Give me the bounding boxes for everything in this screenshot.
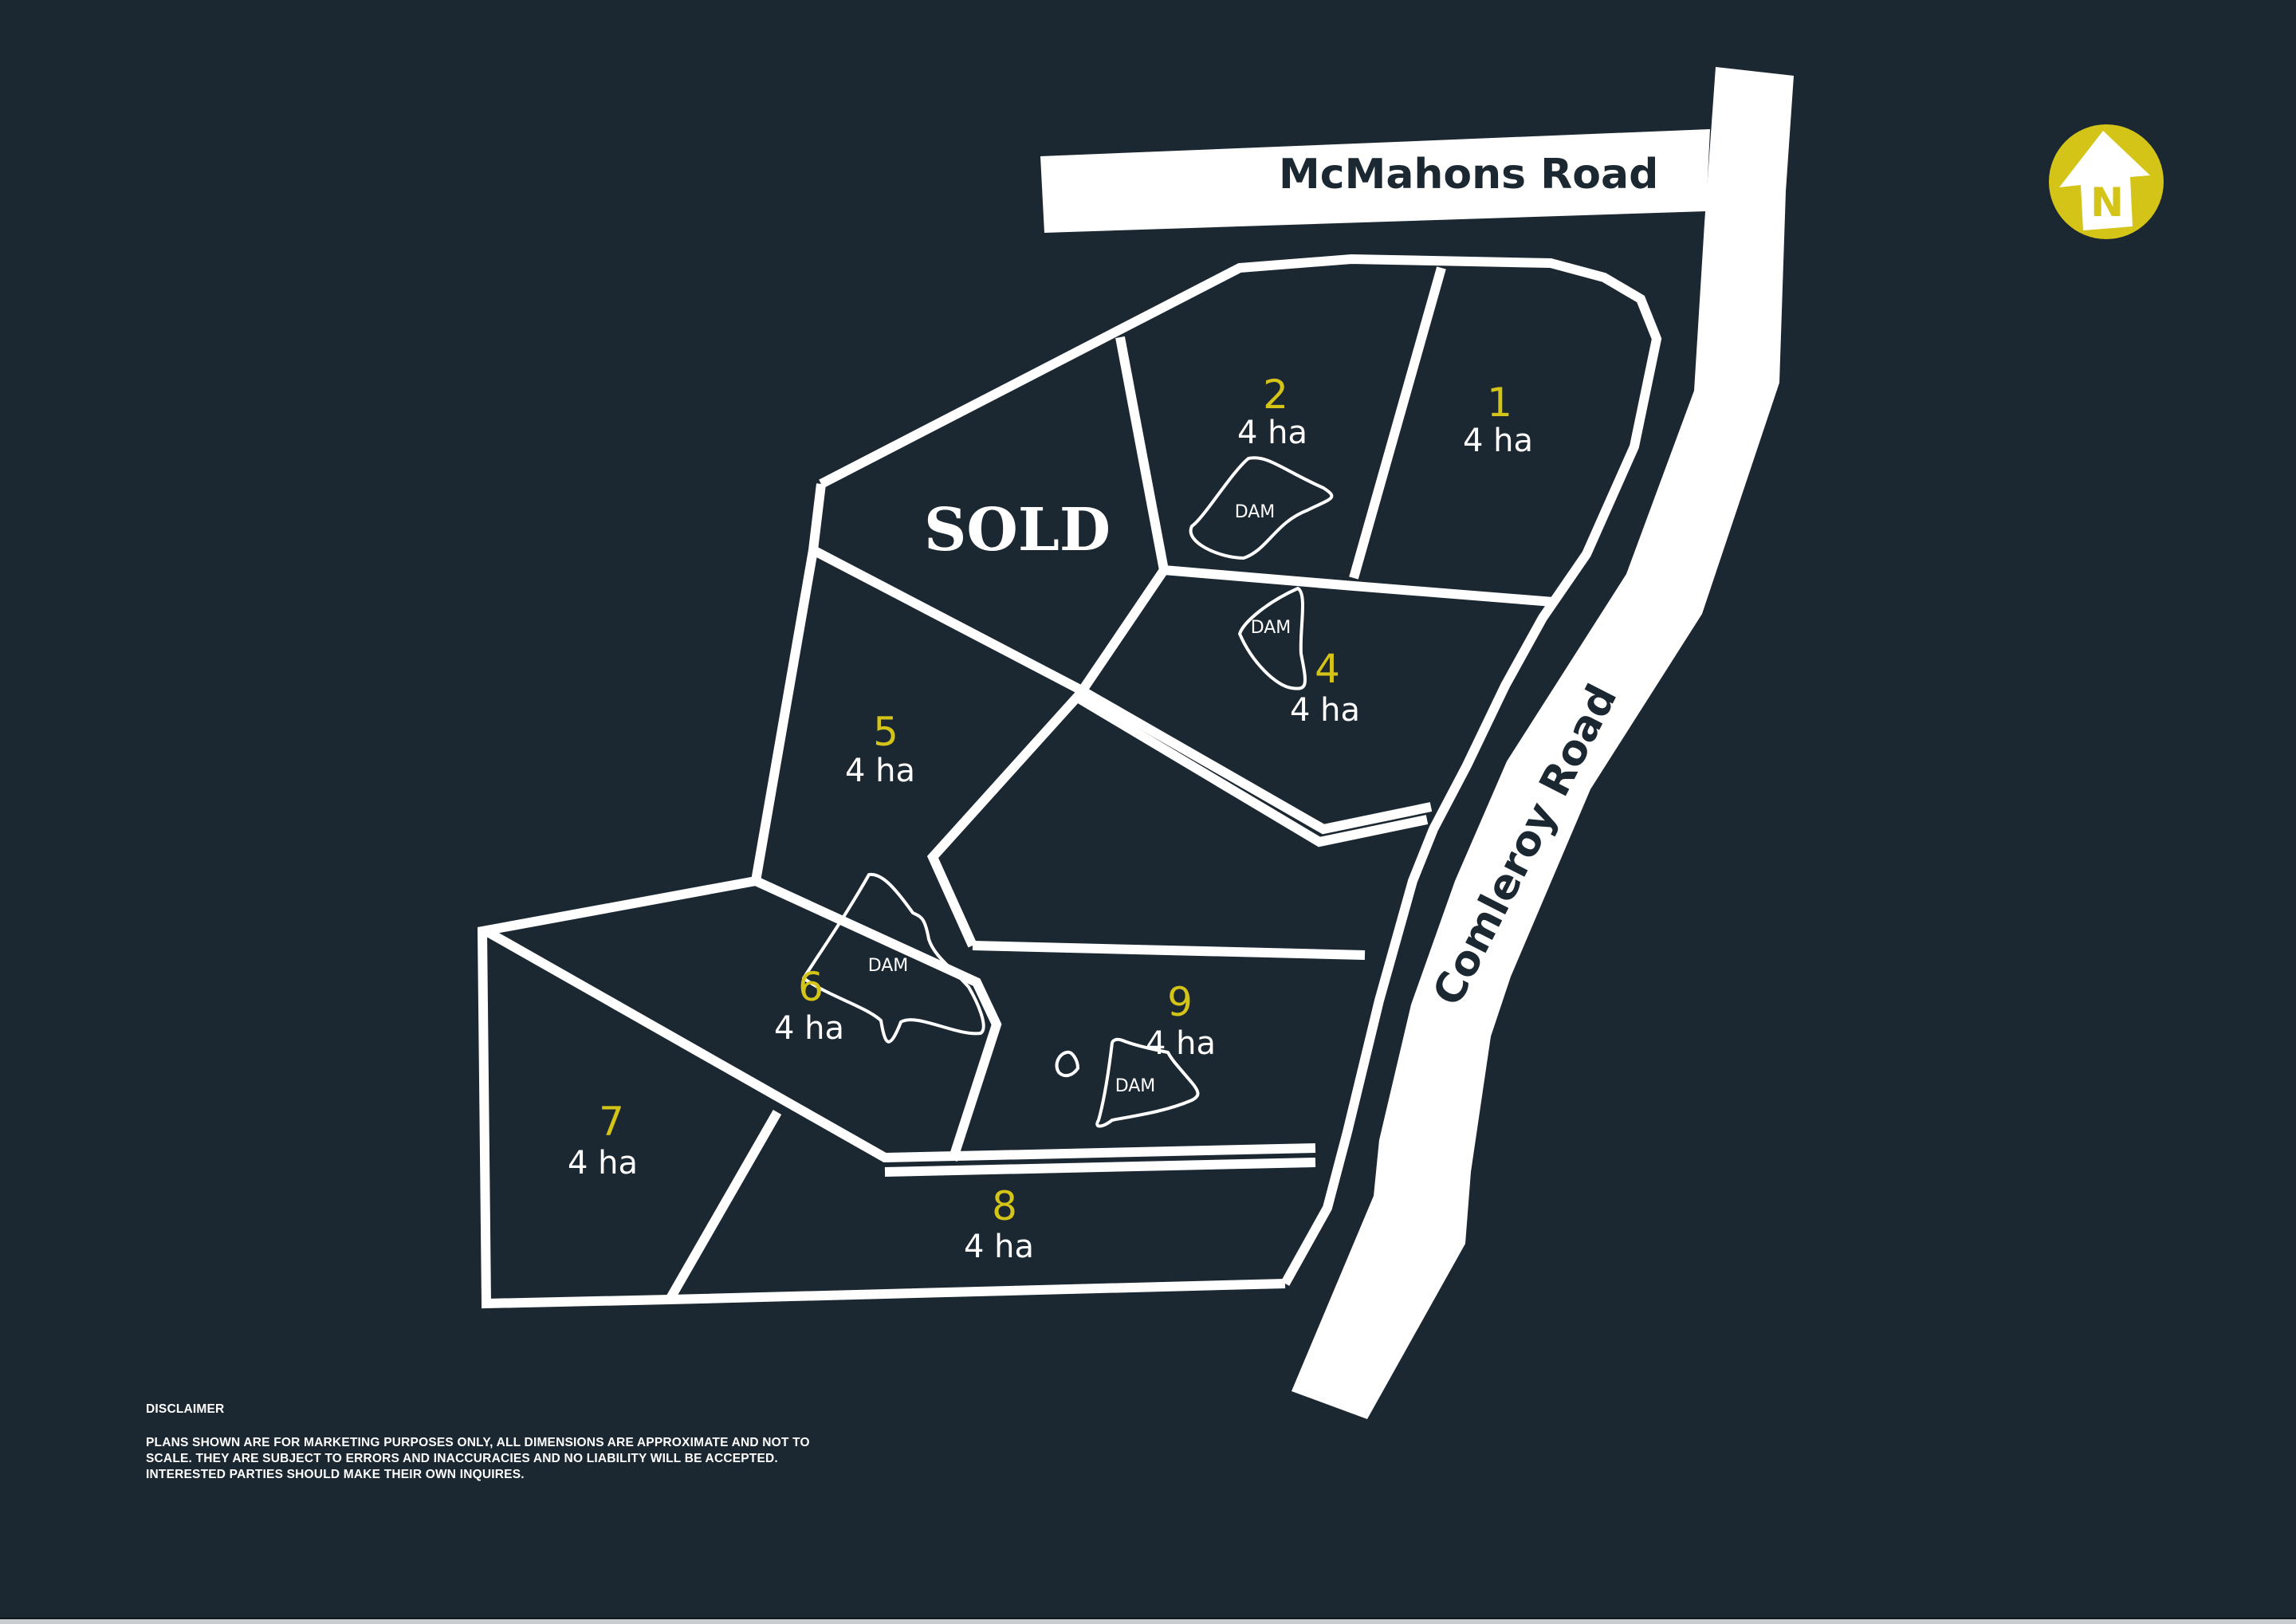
lot-area: 4 ha bbox=[1146, 1025, 1216, 1062]
lot-number: 4 bbox=[1315, 646, 1340, 692]
dam-label-lot9: DAM bbox=[1115, 1076, 1156, 1096]
lot-9[interactable]: 9 4 ha bbox=[1146, 979, 1216, 1062]
lot-number: 8 bbox=[992, 1183, 1017, 1229]
lot-1[interactable]: 1 4 ha bbox=[1463, 379, 1533, 459]
lot-number: 9 bbox=[1167, 979, 1193, 1025]
lot-number: 5 bbox=[873, 709, 898, 755]
lot-number: 7 bbox=[599, 1099, 624, 1145]
dam-label-lot2: DAM bbox=[1235, 502, 1276, 522]
north-label: N bbox=[2090, 179, 2124, 226]
road-label-mcmahons: McMahons Road bbox=[1279, 151, 1658, 199]
lot-area: 4 ha bbox=[1463, 423, 1533, 459]
dam-lot6 bbox=[802, 872, 985, 1044]
lot-7[interactable]: 7 4 ha bbox=[568, 1099, 638, 1182]
lot-5[interactable]: 5 4 ha bbox=[845, 709, 915, 789]
north-arrow-icon: N bbox=[2049, 124, 2164, 239]
lot-number: 1 bbox=[1487, 379, 1512, 426]
dams: DAM DAM DAM DAM bbox=[802, 456, 1334, 1128]
lot-area: 4 ha bbox=[964, 1229, 1034, 1265]
lot-area: 4 ha bbox=[1290, 692, 1360, 729]
disclaimer-title: DISCLAIMER bbox=[146, 1402, 225, 1416]
disclaimer: DISCLAIMER PLANS SHOWN ARE FOR MARKETING… bbox=[146, 1402, 847, 1483]
dam-lot2 bbox=[1189, 456, 1334, 560]
dam-lot9 bbox=[1095, 1037, 1200, 1128]
dam-lot4 bbox=[1238, 587, 1307, 690]
lot-boundaries bbox=[477, 254, 1662, 1309]
dam-label-lot6: DAM bbox=[868, 956, 909, 976]
lot-number: 6 bbox=[798, 964, 824, 1010]
bottom-edge bbox=[0, 1618, 2296, 1624]
lot-area: 4 ha bbox=[568, 1145, 638, 1182]
lot-2[interactable]: 2 4 ha bbox=[1237, 372, 1307, 451]
sold-label: SOLD bbox=[924, 496, 1111, 564]
disclaimer-body: PLANS SHOWN ARE FOR MARKETING PURPOSES O… bbox=[146, 1436, 810, 1481]
dam-lot9-small bbox=[1055, 1050, 1079, 1078]
lot-area: 4 ha bbox=[1237, 415, 1307, 451]
lot-area: 4 ha bbox=[774, 1010, 844, 1047]
lot-number: 2 bbox=[1263, 372, 1288, 418]
lot-8[interactable]: 8 4 ha bbox=[964, 1183, 1034, 1265]
lot-6[interactable]: 6 4 ha bbox=[774, 964, 844, 1047]
lot-area: 4 ha bbox=[845, 753, 915, 789]
road-mcmahons: McMahons Road bbox=[1040, 129, 1710, 233]
dam-label-lot4: DAM bbox=[1251, 618, 1292, 638]
lot-4[interactable]: 4 4 ha bbox=[1290, 646, 1360, 729]
